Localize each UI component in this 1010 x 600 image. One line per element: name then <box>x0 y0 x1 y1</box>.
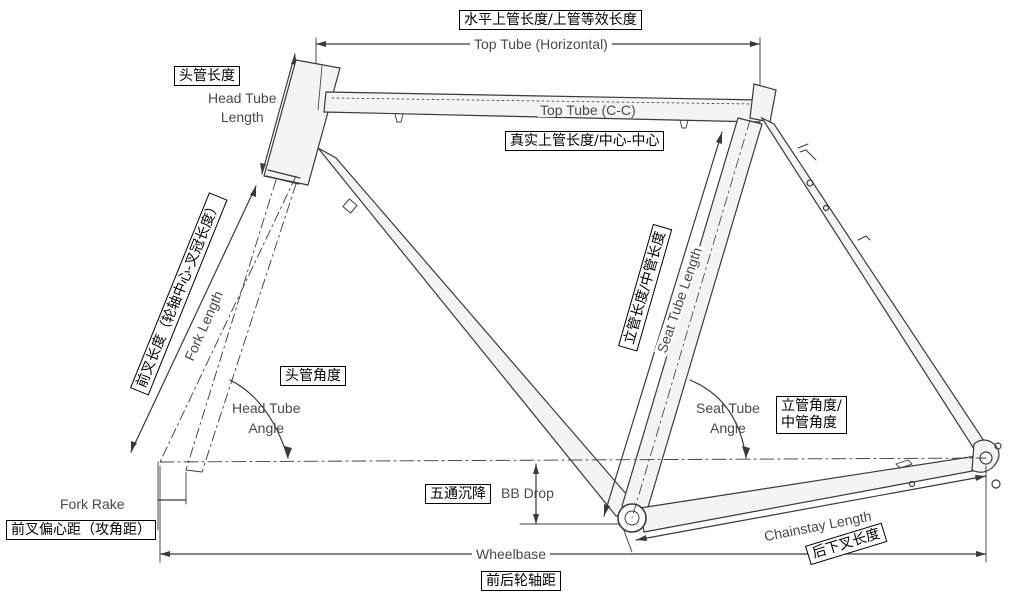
arrowhead <box>636 535 647 541</box>
arrowhead <box>260 163 266 174</box>
cn-label-bb-drop: 五通沉降 <box>425 484 491 504</box>
arrowhead <box>284 446 292 458</box>
top-tube-centerline <box>331 97 753 105</box>
label-seat-tube-angle: Seat Tube Angle <box>696 400 760 436</box>
dropout-bolt <box>994 442 1002 450</box>
label-top-tube-horizontal: Top Tube (Horizontal) <box>470 37 612 51</box>
label-fork-rake: Fork Rake <box>60 496 125 512</box>
steering-axis <box>159 175 297 463</box>
head-tube-detail <box>317 65 323 111</box>
cn-label-seat-tube-angle: 立管角度/ 中管角度 <box>776 396 847 434</box>
arrowhead <box>533 464 539 474</box>
label-bb-drop: BB Drop <box>501 485 554 501</box>
chainstay-bridge <box>895 459 913 469</box>
arrowhead <box>131 441 137 452</box>
arrowhead <box>742 446 750 458</box>
bridge-bolt <box>806 179 814 187</box>
cn-label-head-tube-length: 头管长度 <box>174 66 240 86</box>
seat-tube-angle-arc <box>689 379 747 459</box>
arrowhead <box>716 132 722 144</box>
head-tube-length-dimension <box>261 53 296 175</box>
axle-line <box>159 457 987 463</box>
head-tube-angle-arc <box>229 379 289 459</box>
chainstay-length-dimension <box>635 475 987 541</box>
label-head-tube-angle: Head Tube Angle <box>232 400 301 436</box>
arrowhead <box>533 514 539 524</box>
cable-guide <box>394 113 404 123</box>
cn-label-top-tube-cc: 真实上管长度/中心-中心 <box>505 131 665 151</box>
seat-clamp <box>749 83 777 123</box>
arrowhead <box>250 186 256 197</box>
head-tube-ring <box>265 175 300 185</box>
bottom-bracket-inner <box>624 510 640 526</box>
arrowhead <box>975 475 986 481</box>
brake-mount <box>797 143 817 161</box>
cn-label-wheelbase: 前后轮轴距 <box>481 571 561 591</box>
seat-tube-axis <box>631 119 751 519</box>
arrowhead <box>604 504 610 516</box>
fork-dropout <box>185 469 203 473</box>
cable-guide <box>679 119 689 129</box>
cn-label-fork-rake: 前叉偏心距（攻角距） <box>6 520 156 540</box>
down-tube-decal <box>342 198 358 214</box>
arrowhead <box>316 41 326 47</box>
cn-label-top-tube-horizontal: 水平上管长度/上管等效长度 <box>459 10 642 30</box>
label-top-tube-cc: Top Tube (C-C) <box>538 102 638 118</box>
cn-label-head-tube-angle: 头管角度 <box>280 366 346 386</box>
fork-length-dimension <box>130 185 257 453</box>
label-head-tube-length: Head Tube Length <box>208 90 277 125</box>
arrowhead <box>976 551 986 557</box>
stay-bridge <box>857 235 871 241</box>
head-tube-ring <box>267 169 301 179</box>
chainstay-bolt <box>908 480 916 488</box>
arrowhead <box>750 41 760 47</box>
head-tube <box>263 59 341 186</box>
label-wheelbase: Wheelbase <box>472 547 551 561</box>
arrowhead <box>160 551 170 557</box>
derailleur-hanger <box>991 479 1001 489</box>
bridge-bolt <box>822 204 830 212</box>
